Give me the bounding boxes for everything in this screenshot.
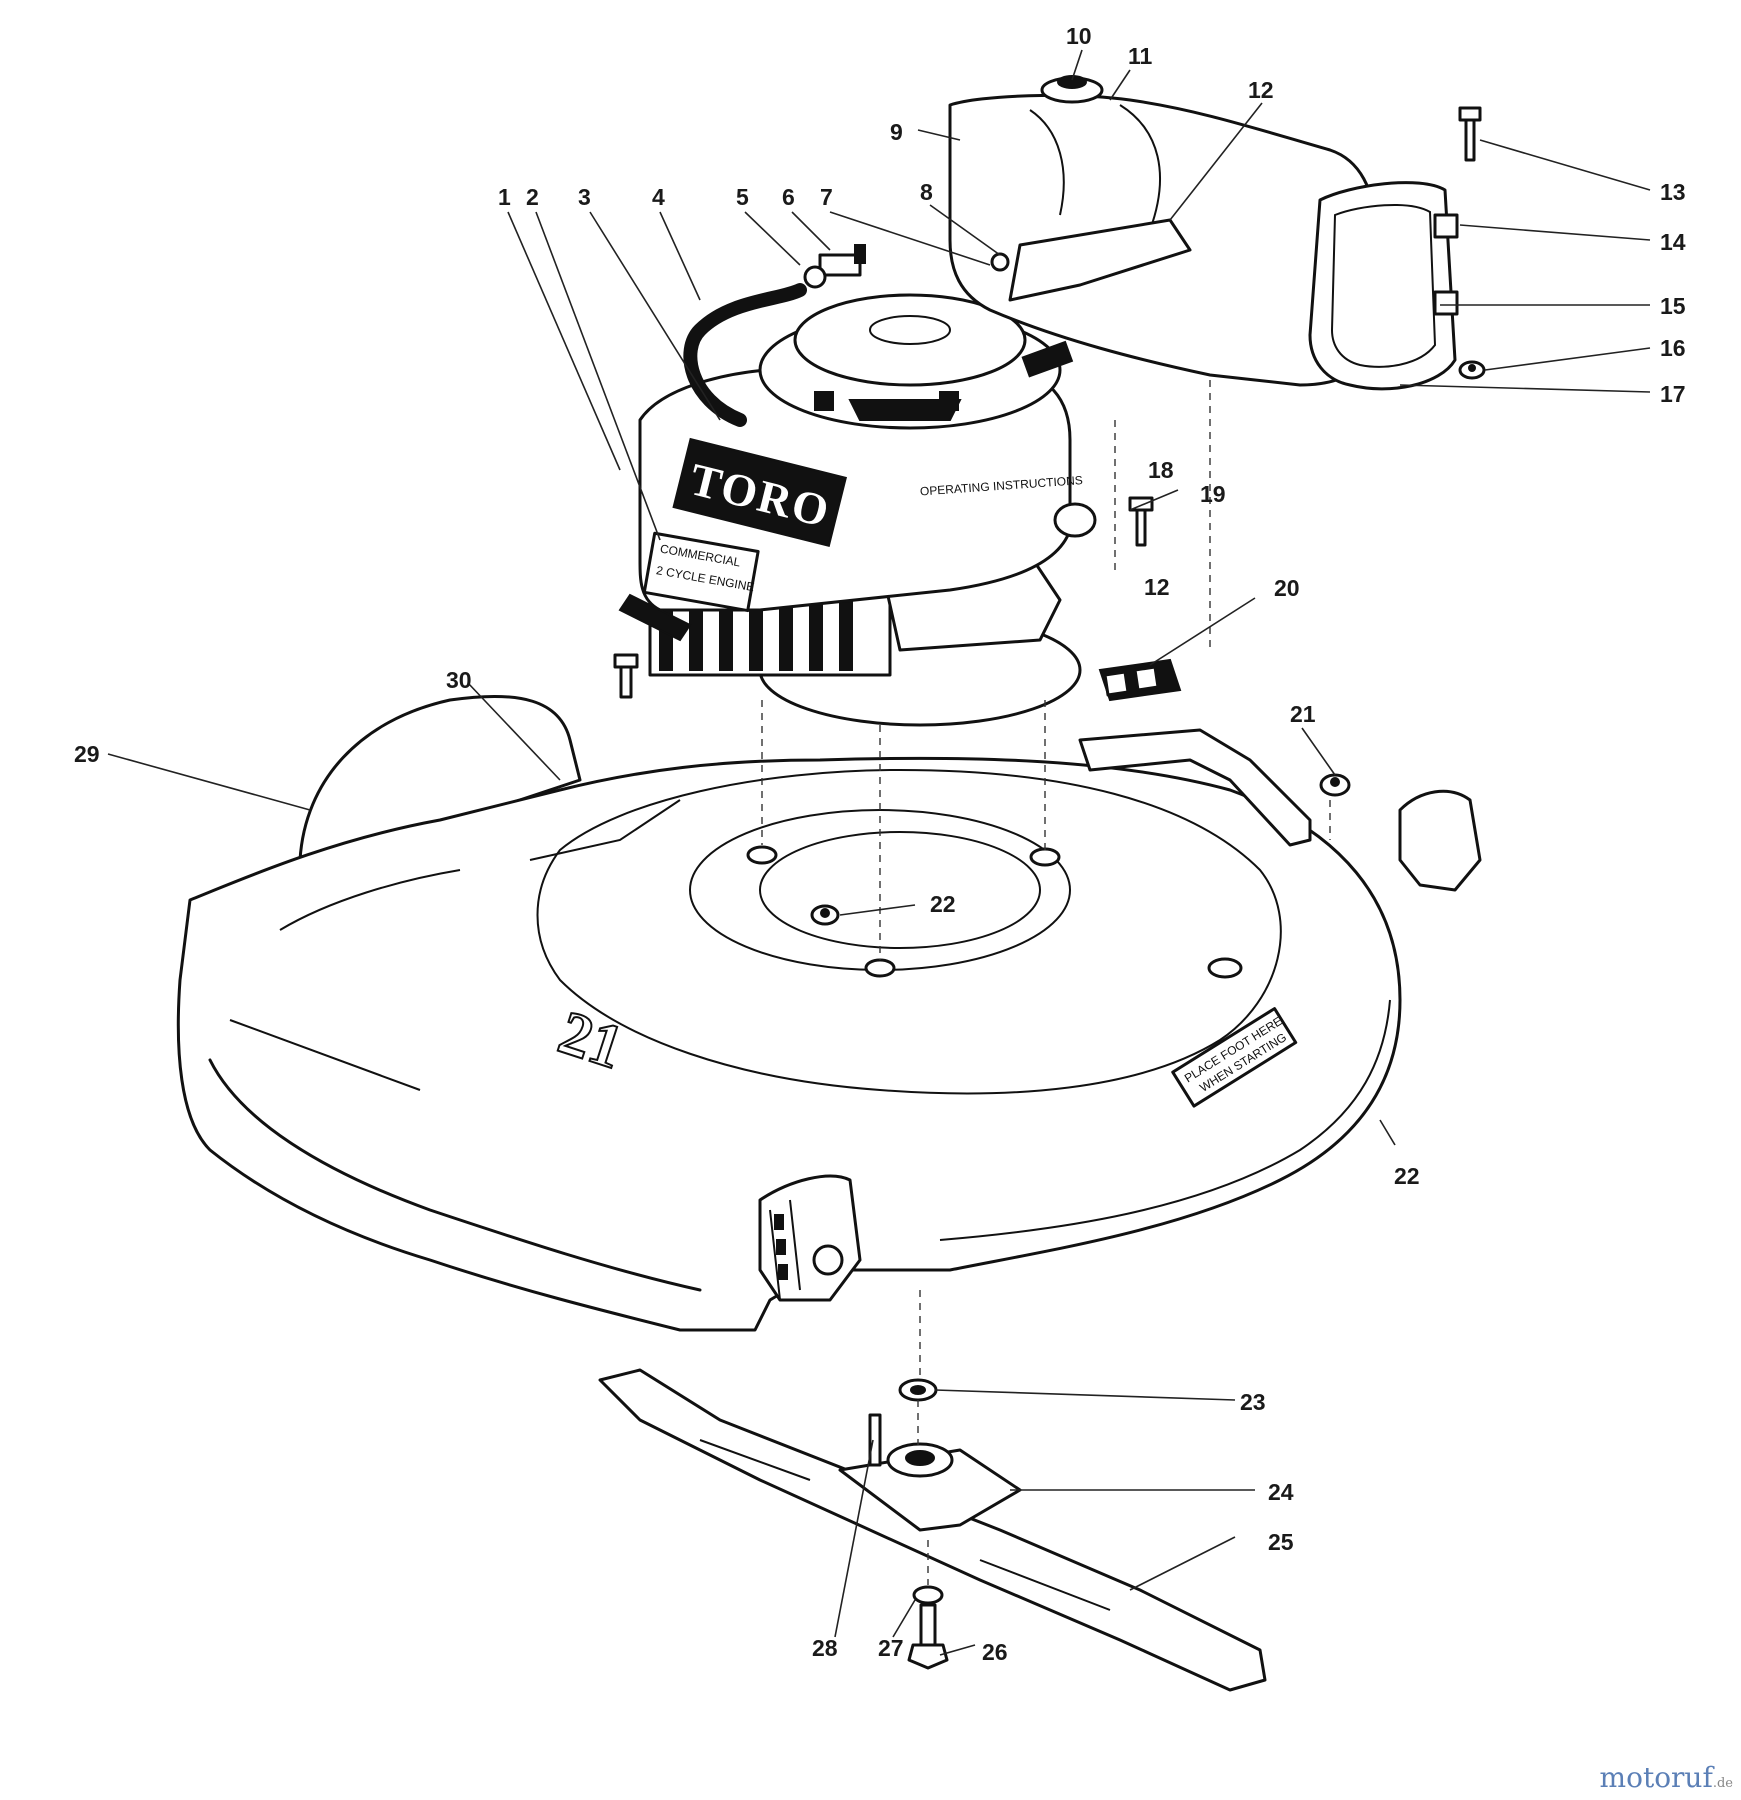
leader-lines	[107, 49, 1651, 1656]
callout-22-center: 22	[930, 891, 956, 917]
fuel-line	[683, 283, 807, 427]
shroud-frame	[1308, 181, 1459, 391]
engine-decal: COMMERCIAL 2 CYCLE ENGINE	[642, 531, 760, 613]
watermark-suffix: .de	[1712, 1776, 1733, 1791]
callout-25: 25	[1268, 1529, 1294, 1555]
adjuster-notches	[774, 1214, 788, 1280]
engine-bolt-left	[613, 653, 639, 699]
grommets	[1098, 658, 1182, 702]
callout-30: 30	[446, 667, 472, 693]
callout-24: 24	[1268, 1479, 1294, 1505]
engine: TORO COMMERCIAL 2 CYCLE ENGINE OPERATING…	[613, 244, 1097, 699]
callout-19: 19	[1200, 481, 1226, 507]
callout-20: 20	[1274, 575, 1300, 601]
callout-17: 17	[1660, 381, 1686, 407]
callout-16: 16	[1660, 335, 1686, 361]
mower-deck: 21 PLACE FOOT HERE WHEN STARTING	[176, 694, 1482, 1332]
callouts: 1 2 3 4 5 6 7 8 9 10 11 12 13 14 15 16 1…	[74, 23, 1686, 1665]
callout-7: 7	[820, 184, 833, 210]
callout-3: 3	[578, 184, 591, 210]
callout-21: 21	[1290, 701, 1316, 727]
callout-15: 15	[1660, 293, 1686, 319]
callout-18: 18	[1148, 457, 1174, 483]
callout-27: 27	[878, 1635, 904, 1661]
assembly-centerlines	[761, 380, 1331, 1585]
fuel-valve	[803, 244, 866, 289]
callout-13: 13	[1660, 179, 1686, 205]
nut-16	[1458, 360, 1486, 380]
callout-28: 28	[812, 1635, 838, 1661]
callout-29: 29	[74, 741, 100, 767]
callout-23: 23	[1240, 1389, 1266, 1415]
callout-26: 26	[982, 1639, 1008, 1665]
watermark-text: motoruf	[1599, 1761, 1713, 1794]
blade-assembly	[598, 1368, 1267, 1692]
callout-11: 11	[1128, 43, 1153, 69]
watermark-logo: motoruf.de	[1600, 1761, 1733, 1794]
bolt-19	[1128, 496, 1154, 547]
callout-9: 9	[890, 119, 903, 145]
callout-5: 5	[736, 184, 749, 210]
callout-12-top: 12	[1248, 77, 1274, 103]
callout-1: 1	[498, 184, 511, 210]
nut-21	[1319, 773, 1351, 797]
callout-14: 14	[1660, 229, 1686, 255]
bolt-13	[1458, 106, 1482, 162]
callout-4: 4	[652, 184, 665, 210]
callout-10: 10	[1066, 23, 1092, 49]
callout-6: 6	[782, 184, 795, 210]
callout-22-right: 22	[1394, 1163, 1420, 1189]
callout-8: 8	[920, 179, 933, 205]
washer-23	[898, 1378, 938, 1402]
callout-12-mid: 12	[1144, 574, 1170, 600]
deck-nut	[810, 904, 840, 926]
callout-2: 2	[526, 184, 539, 210]
